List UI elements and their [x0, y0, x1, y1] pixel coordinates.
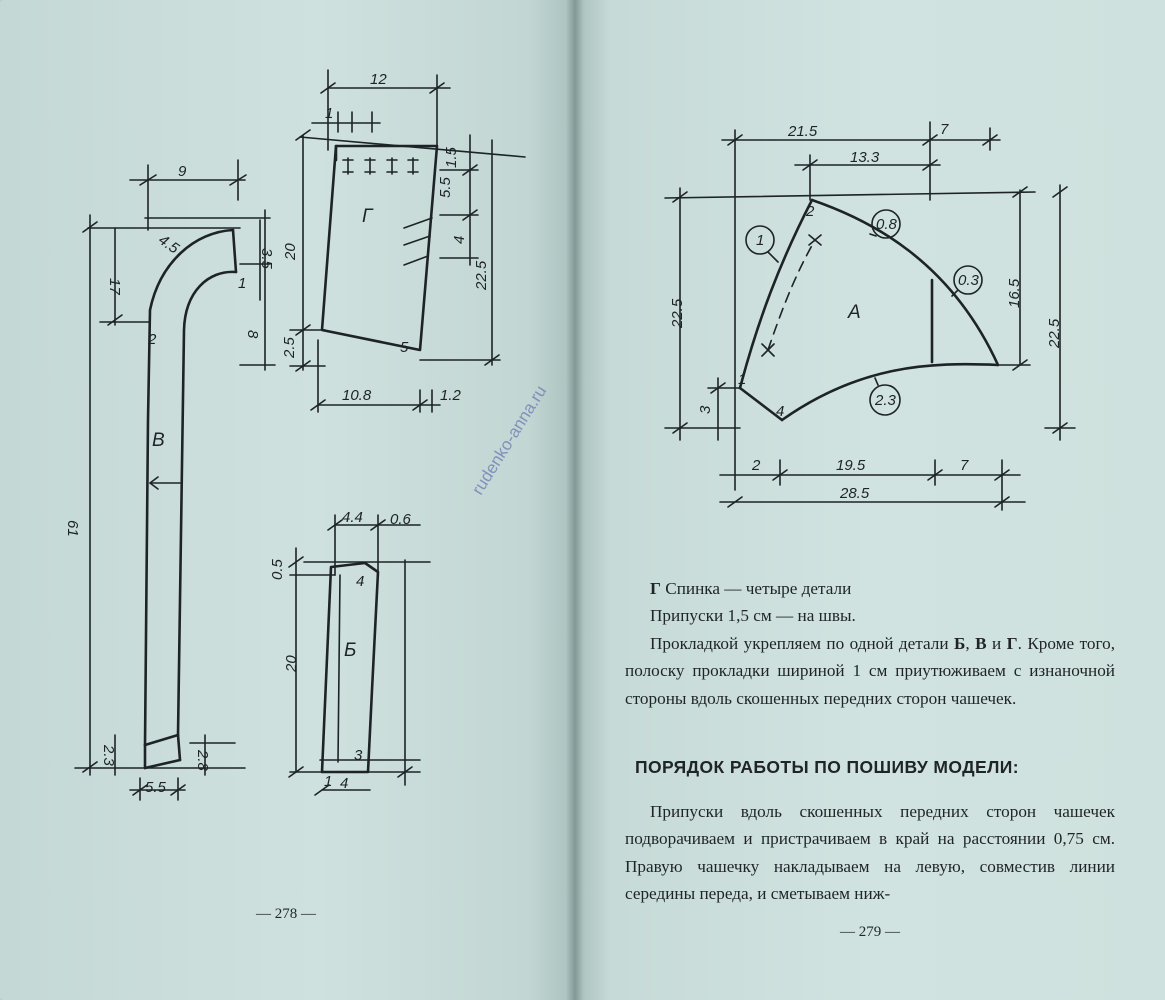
dim-b-left-20: 20 [283, 655, 300, 673]
dim-v-total-height: 61 [64, 520, 81, 537]
page-number-right: — 279 — [840, 924, 900, 940]
piece-g-label: Г [362, 206, 374, 227]
section-heading: ПОРЯДОК РАБОТЫ ПО ПОШИВУ МОДЕЛИ: [635, 757, 1019, 777]
point-a-1: 1 [738, 371, 746, 388]
dim-v-left-upper: 17 [106, 278, 123, 295]
point-b-3: 3 [354, 747, 363, 764]
pattern-piece-b: 4.4 0.6 0.5 20 4 1 4 3 Б [269, 509, 431, 796]
dim-a-top-right: 7 [940, 121, 949, 138]
dim-g-left-20: 20 [282, 243, 299, 261]
circle-a-1: 1 [756, 232, 764, 249]
label-v-bold: В [975, 633, 987, 653]
dim-b-bottom-width: 4 [340, 775, 348, 792]
dim-g-right-4: 4 [451, 236, 468, 244]
circle-a-4: 2.3 [874, 392, 897, 409]
dim-g-bottom-right: 1.2 [440, 387, 462, 404]
circle-a-3: 0.3 [958, 272, 980, 289]
paragraph-interfacing: Прокладкой укрепляем по одной детали Б, … [625, 630, 1115, 712]
dim-b-top-left: 0.5 [269, 558, 286, 580]
dim-a-bottom-b: 19.5 [836, 457, 866, 474]
piece-a-label: А [847, 302, 861, 323]
dim-g-right-5-5: 5.5 [437, 176, 454, 198]
dim-a-right-inner: 16.5 [1006, 278, 1023, 308]
label-g2-bold: Г [1006, 633, 1018, 653]
point-v-1: 1 [238, 275, 246, 292]
pattern-piece-a: 21.5 7 13.3 22.5 3 16.5 22.5 2 19.5 7 28… [664, 121, 1076, 511]
dim-a-bottom-c: 7 [960, 457, 969, 474]
right-page [575, 0, 1165, 1000]
pattern-piece-g: 12 1 1.5 5.5 4 22.5 20 2.5 10.8 1.2 5 Г [281, 69, 526, 413]
dim-a-top-inner: 13.3 [850, 149, 880, 166]
para3-and: и [986, 633, 1007, 653]
line-allowances: Припуски 1,5 см — на швы. [650, 606, 856, 626]
dim-g-right-top: 1.5 [443, 146, 460, 168]
point-a-4: 4 [776, 403, 784, 420]
dim-a-bottom-a: 2 [751, 457, 761, 474]
dim-v-bottom-width: 5.5 [145, 779, 167, 796]
dim-g-left-bottom: 2.5 [281, 336, 298, 359]
dim-v-right-mid: 8 [244, 330, 261, 339]
dim-b-top-width: 4.4 [342, 509, 363, 526]
dim-a-top-left: 21.5 [787, 123, 818, 140]
dim-v-right-top: 3.5 [258, 248, 275, 270]
para3-comma: , [965, 633, 976, 653]
dim-a-bottom-total: 28.5 [839, 485, 870, 502]
dim-g-bottom: 10.8 [342, 387, 372, 404]
point-b-4: 4 [356, 573, 364, 590]
book-spine [566, 0, 584, 1000]
para3-start: Прокладкой укрепляем по одной детали [650, 633, 954, 653]
dim-a-left-small: 3 [697, 405, 714, 414]
dim-b-bottom-left: 1 [324, 773, 332, 790]
paragraph-sewing-steps: Припуски вдоль скошенных передних сторон… [625, 802, 1115, 904]
label-b-bold: Б [954, 633, 966, 653]
dim-b-top-right: 0.6 [390, 511, 412, 528]
dim-g-small-top: 1 [325, 105, 333, 122]
point-g-5: 5 [400, 339, 409, 356]
left-page [0, 0, 575, 1000]
body-text-lower: Припуски вдоль скошенных передних сторон… [625, 798, 1115, 908]
dim-a-right-outer: 22.5 [1046, 318, 1063, 349]
piece-b-label: Б [344, 640, 356, 661]
label-g-bold: Г [650, 579, 661, 598]
dim-g-top-width: 12 [370, 71, 387, 88]
point-a-2: 2 [805, 203, 815, 220]
piece-v-label: В [152, 430, 165, 451]
page-number-left: — 278 — [256, 906, 316, 922]
para3-rest: . Кроме того, полоску прокладки шириной … [625, 633, 1116, 708]
circle-a-2: 0.8 [876, 216, 898, 233]
body-text-upper: Г Спинка — четыре детали Припуски 1,5 см… [625, 575, 1115, 712]
line-g-back: Г Спинка — четыре детали [625, 575, 1115, 602]
dim-v-top-width: 9 [178, 163, 187, 180]
dim-a-left: 22.5 [669, 298, 686, 329]
dim-v-bottom-right: 2.8 [194, 749, 211, 772]
pattern-piece-v: 9 4.5 3.5 8 17 61 2.3 2.8 5.5 1 2 В [64, 159, 276, 801]
point-v-2: 2 [147, 331, 157, 348]
dim-v-bottom-left: 2.3 [100, 744, 117, 767]
line-g-back-text: Спинка — четыре детали [660, 579, 852, 598]
dim-g-right-22-5: 22.5 [473, 260, 490, 291]
